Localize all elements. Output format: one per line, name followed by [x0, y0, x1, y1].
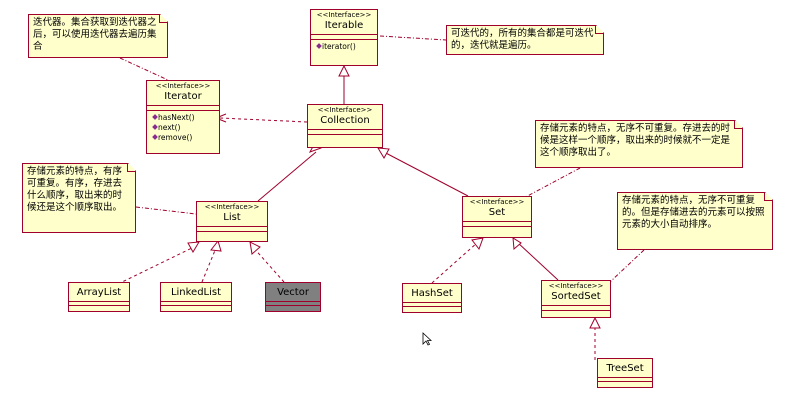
arraylist-class[interactable]: ArrayList	[68, 282, 130, 312]
set-interface[interactable]: <<Interface>>Set	[462, 196, 532, 238]
stereotype-label: <<Interface>>	[469, 198, 525, 206]
arraylist-list-edge	[117, 245, 197, 285]
sortedset-note: 存储元素的特点，无序不可重复的。但是存储进去的元素可以按照元素的大小自动排序。	[617, 192, 773, 250]
vector-class[interactable]: Vector	[265, 282, 321, 312]
note-text: 迭代器。集合获取到迭代器之后，可以使用迭代器去遍历集合	[33, 17, 157, 52]
iterable-note: 可迭代的，所有的集合都是可迭代的，迭代就是遍历。	[446, 25, 604, 55]
list-note-anchor	[135, 206, 197, 215]
iterable-interface[interactable]: <<Interface>>Iterable iterator()	[310, 9, 378, 66]
stereotype-label: <<Interface>>	[548, 282, 604, 290]
class-name: List	[223, 212, 241, 223]
operation: remove()	[158, 133, 193, 142]
arrowhead-iterable	[338, 64, 350, 77]
class-name: Vector	[277, 287, 309, 298]
treeset-class[interactable]: TreeSet	[597, 358, 653, 388]
note-text: 存储元素的特点，无序不可重复。存进去的时候是这样一个顺序，取出来的时候就不一定是…	[540, 123, 731, 158]
class-name: TreeSet	[606, 363, 644, 374]
operation: next()	[158, 123, 181, 132]
stereotype-label: <<Interface>>	[204, 203, 260, 211]
note-text: 存储元素的特点，无序不可重复的。但是存储进去的元素可以按照元素的大小自动排序。	[622, 195, 765, 230]
iterable-note-anchor	[379, 35, 447, 41]
stereotype-label: <<Interface>>	[316, 11, 372, 19]
hashset-set-edge	[431, 241, 479, 284]
arrowhead-list-from-arraylist	[187, 241, 200, 253]
arrowhead-collection-from-set	[377, 147, 390, 159]
operation-icon	[152, 114, 158, 120]
operation: iterator()	[322, 42, 356, 51]
stereotype-label: <<Interface>>	[317, 106, 373, 114]
iterator-note: 迭代器。集合获取到迭代器之后，可以使用迭代器去遍历集合	[28, 14, 168, 58]
list-note: 存储元素的特点，有序可重复。有序，存进去什么顺序，取出来的时候还是这个顺序取出。	[22, 163, 136, 233]
arrowhead-sortedset-from-treeset	[589, 316, 601, 329]
set-note: 存储元素的特点，无序不可重复。存进去的时候是这样一个顺序，取出来的时候就不一定是…	[535, 120, 743, 168]
arrowhead-list-from-linkedlist	[210, 239, 222, 252]
sortedset-interface[interactable]: <<Interface>>SortedSet	[541, 280, 611, 318]
stereotype-label: <<Interface>>	[155, 82, 211, 90]
class-name: ArrayList	[76, 287, 122, 298]
linkedlist-class[interactable]: LinkedList	[160, 282, 232, 312]
class-name: Collection	[320, 115, 370, 126]
collection-interface[interactable]: <<Interface>>Collection	[307, 104, 383, 148]
iterator-interface[interactable]: <<Interface>>Iterator hasNext() next() r…	[146, 80, 220, 154]
vector-list-edge	[251, 245, 285, 283]
operation-icon	[316, 43, 322, 49]
class-name: HashSet	[411, 288, 453, 299]
class-name: Iterator	[164, 91, 202, 102]
list-collection-edge	[257, 151, 317, 202]
sortedset-set-edge	[516, 241, 559, 281]
list-interface[interactable]: <<Interface>>List	[196, 201, 268, 242]
iterator-note-anchor	[119, 57, 169, 81]
operation-icon	[152, 134, 158, 140]
set-note-anchor	[519, 167, 581, 201]
class-name: SortedSet	[551, 291, 601, 302]
note-text: 可迭代的，所有的集合都是可迭代的，迭代就是遍历。	[451, 28, 594, 51]
arrowhead-set-from-hashset	[471, 237, 484, 251]
sortedset-note-anchor	[609, 249, 645, 283]
linkedlist-list-edge	[201, 247, 217, 283]
class-name: Set	[488, 207, 506, 218]
class-name: LinkedList	[170, 287, 222, 298]
operation: hasNext()	[158, 113, 195, 122]
set-collection-edge	[381, 150, 469, 197]
note-text: 存储元素的特点，有序可重复。有序，存进去什么顺序，取出来的时候还是这个顺序取出。	[27, 166, 123, 213]
collection-iterator-edge	[219, 117, 308, 123]
arrowhead-list-from-vector	[249, 241, 261, 255]
arrowhead-set-from-sortedset	[512, 237, 522, 251]
class-name: Iterable	[324, 20, 364, 31]
mouse-cursor-icon	[422, 332, 432, 346]
hashset-class[interactable]: HashSet	[402, 283, 462, 313]
operation-icon	[152, 124, 158, 130]
